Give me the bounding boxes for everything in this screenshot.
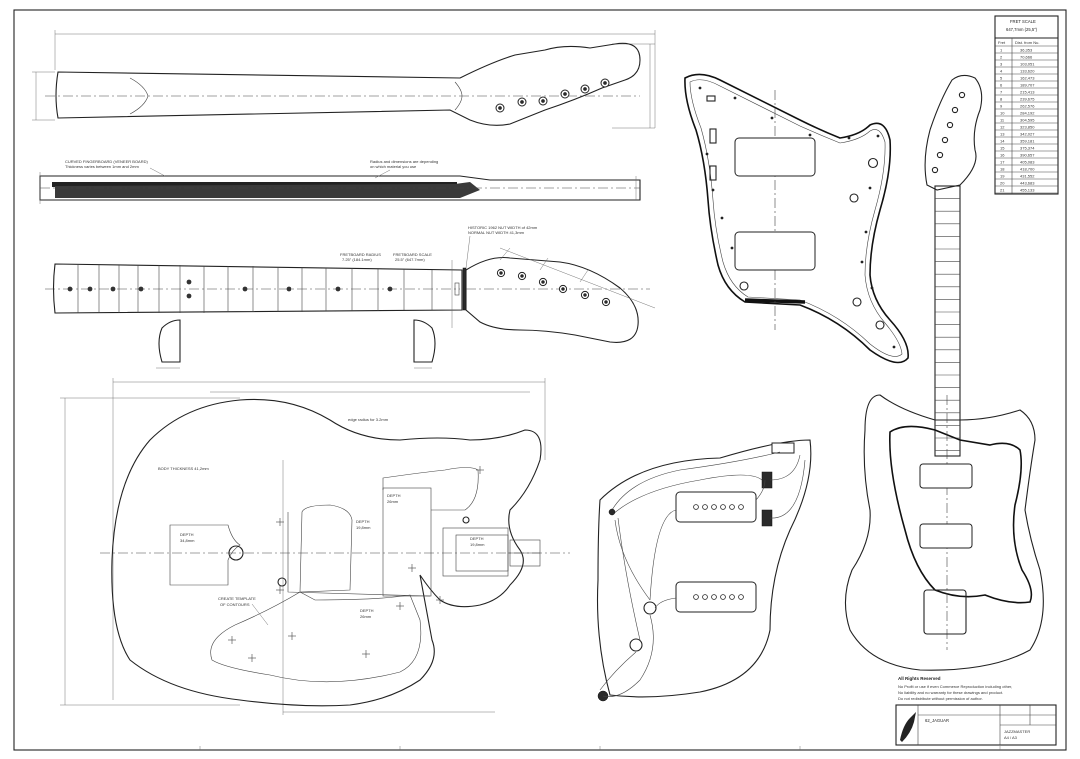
thickness-label: BODY THICKNESS 41,2mm: [158, 466, 209, 471]
fret-table-title: FRET SCALE: [1010, 19, 1036, 24]
fret-table-dist-cell: 304,595: [1020, 118, 1035, 123]
drawing-code-2: A4 / A3: [1004, 735, 1018, 740]
fret-table-fret-cell: 10: [1000, 111, 1005, 116]
depth-top-value: 26mm: [387, 499, 399, 504]
fret-table-fret-cell: 8: [1000, 97, 1003, 102]
fret-table-dist-cell: 162,473: [1020, 76, 1035, 81]
fret-table-dist-cell: 215,413: [1020, 90, 1035, 95]
sheet-border: [13, 9, 1067, 751]
fret-table-fret-cell: 13: [1000, 132, 1005, 137]
template-label: CREATE TEMPLATE: [218, 596, 256, 601]
fret-table-subtitle: 647,7mm (25,5"): [1006, 27, 1038, 32]
neck-top-view: [32, 30, 656, 129]
fret-table-dist-cell: 390,657: [1020, 153, 1035, 158]
depth-bridge-label: DEPTH: [470, 536, 484, 541]
template-label-2: OF CONTOURS: [220, 602, 250, 607]
fret-table-dist-cell: 431,552: [1020, 174, 1035, 179]
fretboard-note-2: Thickness varies between 1mm and 2mm: [65, 164, 139, 169]
fret-table-dist-cell: 70,666: [1020, 55, 1033, 60]
fret-table-col-dist: Dist. from Nu.: [1015, 40, 1039, 45]
fret-table-rows: 1 36,353 2 70,666 3 103,051 4 133,620 5 162,473 6 1…: [995, 48, 1058, 194]
fret-table-fret-cell: 17: [1000, 160, 1005, 165]
fret-table-dist-cell: 323,850: [1020, 125, 1035, 130]
depth-low-label: DEPTH: [360, 608, 374, 613]
fret-table-dist-cell: 359,181: [1020, 139, 1035, 144]
fret-table-dist-cell: 189,707: [1020, 83, 1035, 88]
fret-table-fret-cell: 19: [1000, 174, 1005, 179]
rights-note: All Rights Reserved: [898, 676, 941, 681]
fret-table-fret-cell: 2: [1000, 55, 1003, 60]
note-line-3: Do not redistribute without permission o…: [898, 696, 983, 701]
fret-table-fret-cell: 5: [1000, 76, 1003, 81]
fret-scale-table: FRET SCALE 647,7mm (25,5") Fret Dist. fr…: [994, 15, 1059, 195]
fret-table-fret-cell: 11: [1000, 118, 1005, 123]
fret-table-fret-cell: 6: [1000, 83, 1003, 88]
scale-value: 25.5" (647.7mm): [395, 257, 425, 262]
note-line-1: No Profit or use if even Commerce Reprod…: [898, 684, 1012, 689]
fret-table-fret-cell: 21: [1000, 188, 1005, 193]
fret-table-dist-cell: 103,051: [1020, 62, 1035, 67]
fret-table-dist-cell: 36,353: [1020, 48, 1033, 53]
radius-note: Radius and dimensions are depending: [370, 159, 438, 164]
fret-table-fret-cell: 1: [1000, 48, 1003, 53]
wiring-diagram: [596, 439, 812, 702]
fret-table-dist-cell: 342,027: [1020, 132, 1035, 137]
radius-note-2: on which material you use: [370, 164, 417, 169]
scale-label: FRETBOARD SCALE: [393, 252, 432, 257]
fret-table-dist-cell: 239,675: [1020, 97, 1035, 102]
fret-table-dist-cell: 418,700: [1020, 167, 1035, 172]
fret-table-fret-cell: 4: [1000, 69, 1003, 74]
fretboard-note: CURVED FINGERBOARD (VENEER BOARD): [65, 159, 148, 164]
drawing-code-1: JAZZMASTER: [1004, 729, 1030, 734]
fret-table-fret-cell: 9: [1000, 104, 1003, 109]
fret-table-dist-cell: 455,133: [1020, 188, 1035, 193]
nut-note: HISTORIC 1962 NUT WIDTH of 42mm: [468, 225, 538, 230]
depth-bridge-value: 19,8mm: [470, 542, 485, 547]
fret-table-dist-cell: 284,192: [1020, 111, 1035, 116]
neck-side-view: CURVED FINGERBOARD (VENEER BOARD) Thickn…: [39, 159, 641, 204]
notes-block: All Rights Reserved No Profit or use if …: [898, 676, 1012, 701]
fret-table-fret-cell: 3: [1000, 62, 1003, 67]
fret-table-dist-cell: 262,576: [1020, 104, 1035, 109]
fret-table-fret-cell: 12: [1000, 125, 1005, 130]
edge-label: edge radius for 3.2mm: [348, 417, 389, 422]
depth-left-value: 34,8mm: [180, 538, 195, 543]
fret-table-fret-cell: 7: [1000, 90, 1003, 95]
fret-table-dist-cell: 375,374: [1020, 146, 1035, 151]
fret-table-fret-cell: 14: [1000, 139, 1005, 144]
fret-table-fret-cell: 18: [1000, 167, 1005, 172]
depth-top-label: DEPTH: [387, 493, 401, 498]
note-line-2: No liability and no warranty for these d…: [898, 690, 1003, 695]
border-ticks: [199, 746, 1001, 750]
title-block: 62_JAGUAR JAZZMASTER A4 / A3: [895, 704, 1057, 746]
fret-table-dist-cell: 133,620: [1020, 69, 1035, 74]
drawing-name: 62_JAGUAR: [925, 718, 949, 723]
nut-note-2: NORMAL NUT WIDTH 41,3mm: [468, 230, 525, 235]
pickguard-drawing: [684, 73, 909, 364]
fret-table-col-fret: Fret: [998, 40, 1006, 45]
depth-low-value: 26mm: [360, 614, 372, 619]
fret-table-dist-cell: 405,083: [1020, 160, 1035, 165]
body-template-drawing: edge radius for 3.2mm BODY THICKNESS 41,…: [60, 378, 570, 715]
fret-table-fret-cell: 15: [1000, 146, 1005, 151]
fretboard-view: FRETBOARD RADIUS 7.25" (184.1mm) FRETBOA…: [45, 225, 656, 369]
guitar-outline-drawing: [844, 74, 1044, 671]
radius-label: FRETBOARD RADIUS: [340, 252, 381, 257]
depth-mid-label: DEPTH: [356, 519, 370, 524]
fret-table-fret-cell: 20: [1000, 181, 1005, 186]
fret-table-fret-cell: 16: [1000, 153, 1005, 158]
depth-left-label: DEPTH: [180, 532, 194, 537]
radius-value: 7.25" (184.1mm): [342, 257, 372, 262]
depth-mid-value: 19,8mm: [356, 525, 371, 530]
guitar-logo-icon: [900, 712, 916, 742]
fret-table-dist-cell: 443,683: [1020, 181, 1035, 186]
